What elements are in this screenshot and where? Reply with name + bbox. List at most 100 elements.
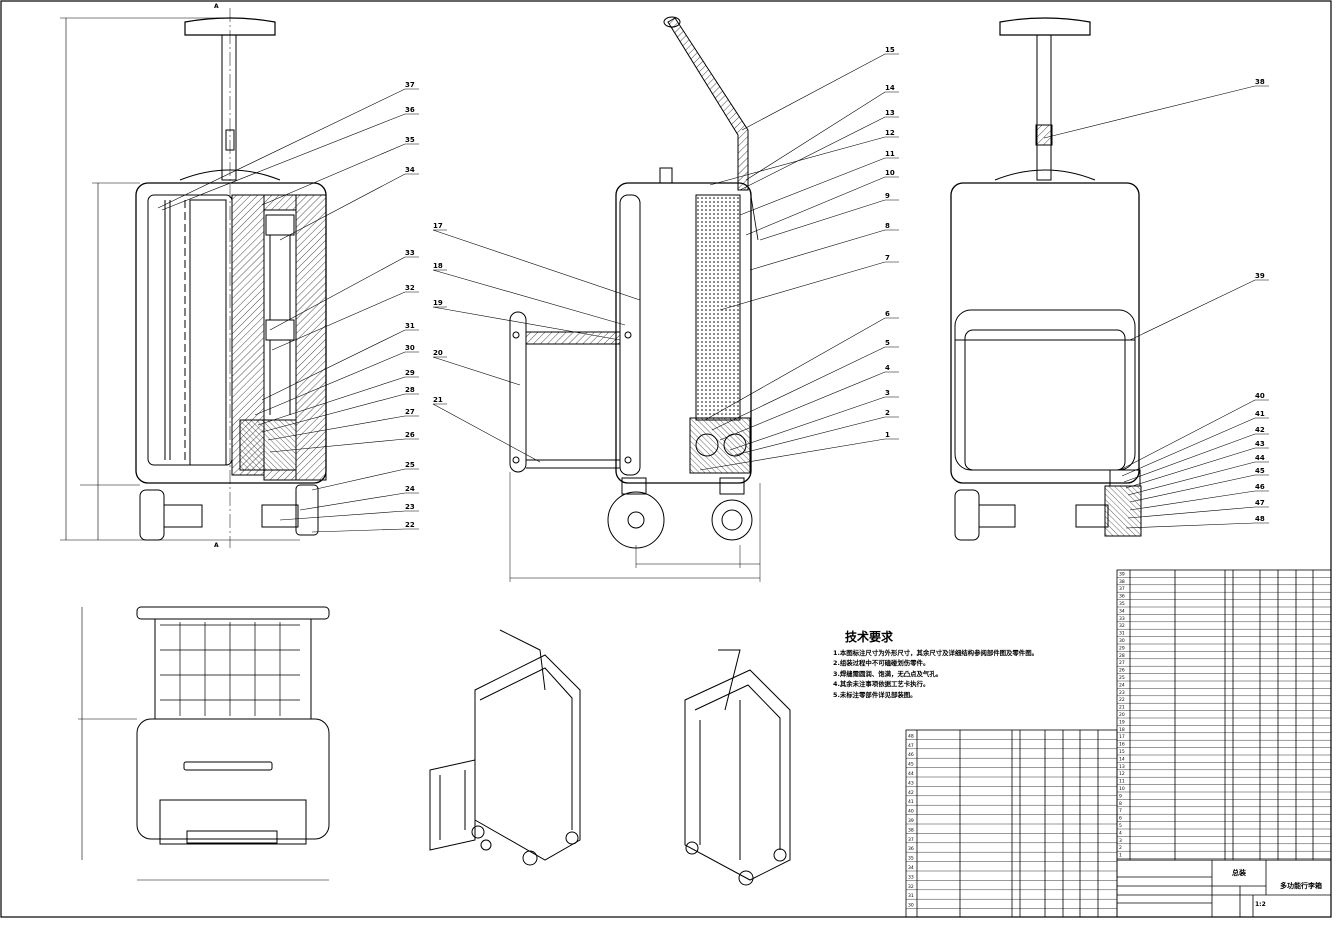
callout-27: 27 bbox=[405, 408, 415, 416]
bom-index: 40 bbox=[908, 809, 914, 815]
bom-index: 32 bbox=[908, 884, 914, 890]
callout-leader bbox=[271, 291, 419, 351]
callout-labels: 1234567891011121314151718192021222324252… bbox=[157, 46, 1269, 533]
callout-leader bbox=[719, 371, 899, 441]
callout-leader bbox=[759, 199, 899, 241]
bom-index: 48 bbox=[908, 733, 914, 739]
callout-24: 24 bbox=[405, 485, 415, 493]
callout-25: 25 bbox=[405, 461, 415, 469]
bom-index: 34 bbox=[1119, 608, 1125, 614]
bom-index: 31 bbox=[908, 893, 914, 899]
bom-index: 24 bbox=[1119, 682, 1125, 688]
callout-28: 28 bbox=[405, 386, 415, 394]
bom-index: 33 bbox=[908, 874, 914, 880]
callout-leader bbox=[711, 346, 899, 431]
callout-5: 5 bbox=[885, 339, 890, 347]
section-mark-top: A bbox=[214, 3, 219, 10]
callout-leader bbox=[269, 256, 419, 331]
callout-leader bbox=[749, 229, 899, 271]
side-section-view bbox=[509, 16, 761, 582]
bom-index: 45 bbox=[908, 762, 914, 768]
callout-leader bbox=[1125, 447, 1269, 489]
callout-40: 40 bbox=[1255, 392, 1265, 400]
callout-37: 37 bbox=[405, 81, 415, 89]
tech-req-item: 1.本图标注尺寸为外形尺寸，其余尺寸及详细结构参阅部件图及零件图。 bbox=[833, 649, 1038, 657]
bom-index: 7 bbox=[1119, 808, 1122, 814]
bom-index: 21 bbox=[1119, 705, 1125, 711]
callout-6: 6 bbox=[885, 310, 890, 318]
tech-req-item: 3.焊缝需圆润、饱满，无凸点及气孔。 bbox=[833, 669, 943, 678]
front-section-view bbox=[60, 8, 327, 548]
callout-36: 36 bbox=[405, 106, 415, 114]
callout-leader bbox=[704, 317, 899, 421]
callout-18: 18 bbox=[433, 262, 443, 270]
iso-view-2 bbox=[684, 649, 791, 886]
callout-4: 4 bbox=[885, 364, 890, 372]
callout-leader bbox=[699, 438, 899, 471]
callout-23: 23 bbox=[405, 503, 415, 511]
bom-index: 16 bbox=[1119, 742, 1125, 748]
callout-leader bbox=[432, 403, 541, 463]
bom-index: 15 bbox=[1119, 749, 1125, 755]
bom-index: 12 bbox=[1119, 771, 1125, 777]
callout-31: 31 bbox=[405, 322, 415, 330]
bom-index: 9 bbox=[1119, 793, 1122, 799]
bom-index: 37 bbox=[1119, 586, 1125, 592]
bom-index: 42 bbox=[908, 790, 914, 796]
bom-index: 39 bbox=[908, 818, 914, 824]
tech-requirements-list: 1.本图标注尺寸为外形尺寸，其余尺寸及详细结构参阅部件图及零件图。 2.组装过程… bbox=[833, 648, 1038, 700]
callout-29: 29 bbox=[405, 369, 415, 377]
bom-index: 46 bbox=[908, 752, 914, 758]
bom-index: 17 bbox=[1119, 734, 1125, 740]
bom-index: 29 bbox=[1119, 645, 1125, 651]
callout-leader bbox=[741, 53, 899, 131]
callout-19: 19 bbox=[433, 299, 443, 307]
bom-index: 2 bbox=[1119, 845, 1122, 851]
bom-index: 43 bbox=[908, 780, 914, 786]
bom-index: 30 bbox=[1119, 638, 1125, 644]
callout-35: 35 bbox=[405, 136, 415, 144]
callout-48: 48 bbox=[1255, 515, 1265, 523]
tech-requirements-title: 技术要求 bbox=[845, 630, 894, 644]
callout-leader bbox=[157, 88, 419, 209]
bom-index: 35 bbox=[908, 856, 914, 862]
bom-index: 30 bbox=[908, 903, 914, 909]
callout-leader bbox=[1121, 417, 1269, 477]
bom-index: 25 bbox=[1119, 675, 1125, 681]
callout-leader bbox=[1125, 522, 1269, 529]
bom-index: 31 bbox=[1119, 631, 1125, 637]
callout-leader bbox=[279, 173, 419, 241]
callout-leader bbox=[261, 143, 419, 206]
callout-leader bbox=[261, 393, 419, 433]
title-product: 多功能行李箱 bbox=[1280, 881, 1322, 890]
top-view bbox=[78, 606, 330, 881]
callout-leader bbox=[432, 306, 621, 341]
section-mark-bottom: A bbox=[214, 542, 219, 549]
callout-leader bbox=[311, 468, 419, 491]
callout-15: 15 bbox=[885, 46, 895, 54]
callout-leader bbox=[269, 438, 419, 453]
callout-leader bbox=[1129, 474, 1269, 503]
callout-leader bbox=[1123, 433, 1269, 483]
callout-leader bbox=[432, 229, 641, 301]
callout-leader bbox=[257, 376, 419, 426]
callout-leader bbox=[739, 116, 899, 191]
bom-index: 44 bbox=[908, 771, 914, 777]
bom-index: 4 bbox=[1119, 830, 1122, 836]
callout-leader bbox=[719, 261, 899, 311]
bom-index: 11 bbox=[1119, 779, 1125, 785]
callout-leader bbox=[1129, 279, 1269, 341]
callout-leader bbox=[254, 351, 419, 416]
callout-22: 22 bbox=[405, 521, 415, 529]
bom-index: 33 bbox=[1119, 616, 1125, 622]
callout-34: 34 bbox=[405, 166, 415, 174]
callout-leader bbox=[1127, 506, 1269, 519]
bom-index: 5 bbox=[1119, 823, 1122, 829]
callout-leader bbox=[311, 528, 419, 533]
bom-index: 41 bbox=[908, 799, 914, 805]
bom-index: 6 bbox=[1119, 816, 1122, 822]
callout-8: 8 bbox=[885, 222, 890, 230]
bom-index: 38 bbox=[908, 827, 914, 833]
callout-32: 32 bbox=[405, 284, 415, 292]
callout-leader bbox=[1119, 399, 1269, 471]
